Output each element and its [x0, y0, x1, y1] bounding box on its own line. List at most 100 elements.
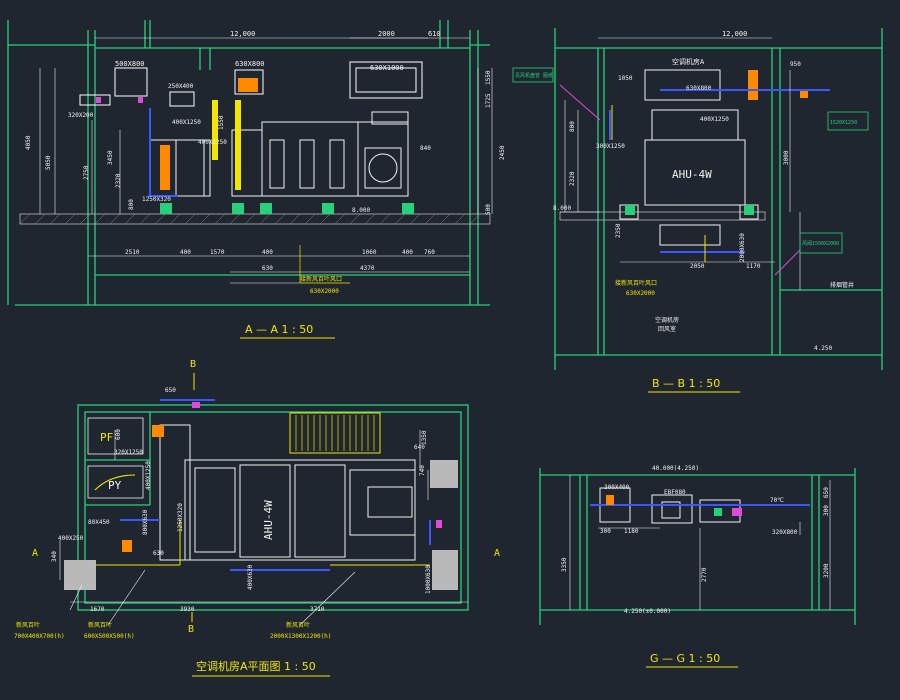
- plan-note-2: 新风百叶: [88, 621, 112, 629]
- aa-bottom-dim-9: 630: [262, 265, 273, 272]
- aa-left-dim-6: 800: [128, 199, 135, 210]
- aa-left-dim-7: 1550: [218, 115, 225, 130]
- plan-duct-label-6: 630: [153, 550, 164, 557]
- gg-top-note: 40.000(4.250): [652, 465, 699, 472]
- aa-level: 8.000: [352, 207, 370, 214]
- plan-note-3-size: 2000X1300X1200(h): [270, 633, 331, 640]
- bb-top-dim: 12,000: [722, 30, 747, 38]
- gg-inner-dim-3: 2770: [701, 567, 708, 582]
- plan-note-2-size: 600X500X500(h): [84, 633, 135, 640]
- bb-left-dim-3: 2350: [615, 223, 622, 238]
- plan-section-mark-top: B: [190, 359, 196, 370]
- plan-duct-label-7: 400X250: [58, 535, 84, 542]
- gg-right-dim-2: 300: [823, 505, 830, 516]
- plan-section-mark-right: A: [494, 548, 500, 559]
- bb-unit-label: AHU-4W: [672, 168, 712, 181]
- plan-right-dim-2: 640: [414, 444, 425, 451]
- plan-section-mark-left: A: [32, 548, 38, 559]
- view-gg: 40.000(4.250) 300X400 EBF080 320X800 70℃…: [539, 465, 856, 668]
- bb-green-tag-1: 见风机盘管 图纸: [515, 72, 553, 79]
- aa-bottom-dim-4: 400: [262, 249, 273, 256]
- bb-top-note: 空调机房A: [672, 57, 705, 66]
- aa-top-dim-2: 2000: [378, 30, 395, 38]
- gg-duct-label-3: 320X800: [772, 529, 798, 536]
- plan-duct-label-4: 800X630: [142, 509, 149, 535]
- gg-inner-dim-2: 1180: [624, 528, 639, 535]
- bb-right-dim-2: 2000X630: [739, 233, 746, 262]
- plan-duct-label-3: 1250X320: [177, 503, 184, 532]
- aa-right-dim-4: 840: [420, 145, 431, 152]
- plan-right-dim-4: 1000X630: [425, 565, 432, 594]
- bb-note: 接新风百叶风口: [615, 279, 657, 287]
- plan-room-py: PY: [108, 479, 122, 492]
- aa-duct-label-7: 320X200: [68, 112, 94, 119]
- view-bb: 12,000 空调机房A AHU-4W 630X800 400X1250 300…: [512, 28, 883, 393]
- bb-green-tag-3: 风阀1500X2000: [802, 240, 839, 247]
- aa-duct-label-5: 400X1250: [172, 119, 201, 126]
- aa-left-dim-5: 2320: [115, 173, 122, 188]
- gg-left-dim-1: 3350: [561, 557, 568, 572]
- bb-duct-label-3: 300X1250: [596, 143, 625, 150]
- bb-right-dim-1: 3000: [783, 150, 790, 165]
- gg-duct-label-4: 70℃: [770, 497, 784, 504]
- aa-right-dim-2: 1725: [485, 93, 492, 108]
- plan-duct-label-2: 400X1250: [145, 461, 152, 490]
- plan-bottom-dim-2: 3930: [180, 606, 195, 613]
- aa-duct-label-6: 400X1250: [198, 139, 227, 146]
- aa-note: 接新风百叶风口: [300, 275, 342, 283]
- plan-note-1-size: 700X400X700(h): [14, 633, 65, 640]
- aa-duct-label-3: 630X1000: [370, 64, 404, 72]
- plan-duct-label-5: 650: [165, 387, 176, 394]
- plan-section-mark-bottom: B: [188, 624, 194, 635]
- bb-duct-label-2: 400X1250: [700, 116, 729, 123]
- aa-right-dim-1: 1550: [485, 70, 492, 85]
- gg-title: G — G 1 : 50: [650, 652, 720, 665]
- bb-room-label-1: 空调机房: [655, 316, 679, 324]
- aa-right-dim-3: 2450: [499, 145, 506, 160]
- plan-left-dim-2: 80X450: [88, 519, 110, 526]
- bb-duct-label-5: 950: [790, 61, 801, 68]
- aa-duct-label-1: 500X800: [115, 60, 145, 68]
- aa-left-dim-2: 5050: [45, 155, 52, 170]
- plan-right-dim-1: 1350: [421, 430, 428, 445]
- gg-right-dim-3: 3200: [823, 563, 830, 578]
- gg-right-dim-1: 650: [823, 487, 830, 498]
- bb-right-dim-3: 1170: [746, 263, 761, 270]
- plan-duct-label-1: 320X1250: [114, 449, 143, 456]
- aa-bottom-dim-5: 1060: [362, 249, 377, 256]
- bb-right-note: 排烟管井: [830, 281, 854, 289]
- bb-green-tag-2: 1520X1250: [830, 120, 857, 126]
- bb-right-dim-4: 2050: [690, 263, 705, 270]
- bb-level-low: 4.250: [814, 345, 832, 352]
- view-plan: B B A A AHU-4W PF PY 320X1250 400X1250 1…: [14, 359, 500, 677]
- plan-left-dim-3: 340: [51, 551, 58, 562]
- aa-bottom-dim-2: 400: [180, 249, 191, 256]
- bb-duct-label-4: 1050: [618, 75, 633, 82]
- aa-duct-label-4: 250X400: [168, 83, 194, 90]
- bb-left-dim-1: 800: [569, 121, 576, 132]
- plan-room-pf: PF: [100, 431, 113, 444]
- aa-note-size: 630X2000: [310, 288, 339, 295]
- plan-unit-label: AHU-4W: [262, 500, 275, 540]
- aa-bottom-dim-8: 4370: [360, 265, 375, 272]
- aa-left-dim-4: 3450: [107, 150, 114, 165]
- plan-bottom-dim-3: 3710: [310, 606, 325, 613]
- gg-inner-dim-1: 300: [600, 528, 611, 535]
- aa-bottom-dim-1: 2510: [125, 249, 140, 256]
- plan-right-dim-3: 740: [419, 465, 426, 476]
- aa-title: A — A 1 : 50: [245, 323, 313, 336]
- aa-duct-label-2: 630X800: [235, 60, 265, 68]
- aa-top-dim-1: 12,000: [230, 30, 255, 38]
- plan-duct-label-8: 400X630: [247, 564, 254, 590]
- gg-duct-label-1: 300X400: [604, 484, 630, 491]
- aa-left-dim-3: 2750: [83, 165, 90, 180]
- view-aa: 12,000 2000 610 500X800 630X800 630X1000…: [7, 20, 506, 339]
- plan-bottom-dim-1: 1670: [90, 606, 105, 613]
- aa-bottom-dim-7: 760: [424, 249, 435, 256]
- gg-duct-label-2: EBF080: [664, 489, 686, 496]
- bb-title: B — B 1 : 50: [652, 377, 720, 390]
- bb-duct-label-1: 630X800: [686, 85, 712, 92]
- plan-note-3: 新风百叶: [286, 621, 310, 629]
- bb-left-dim-2: 2320: [569, 171, 576, 186]
